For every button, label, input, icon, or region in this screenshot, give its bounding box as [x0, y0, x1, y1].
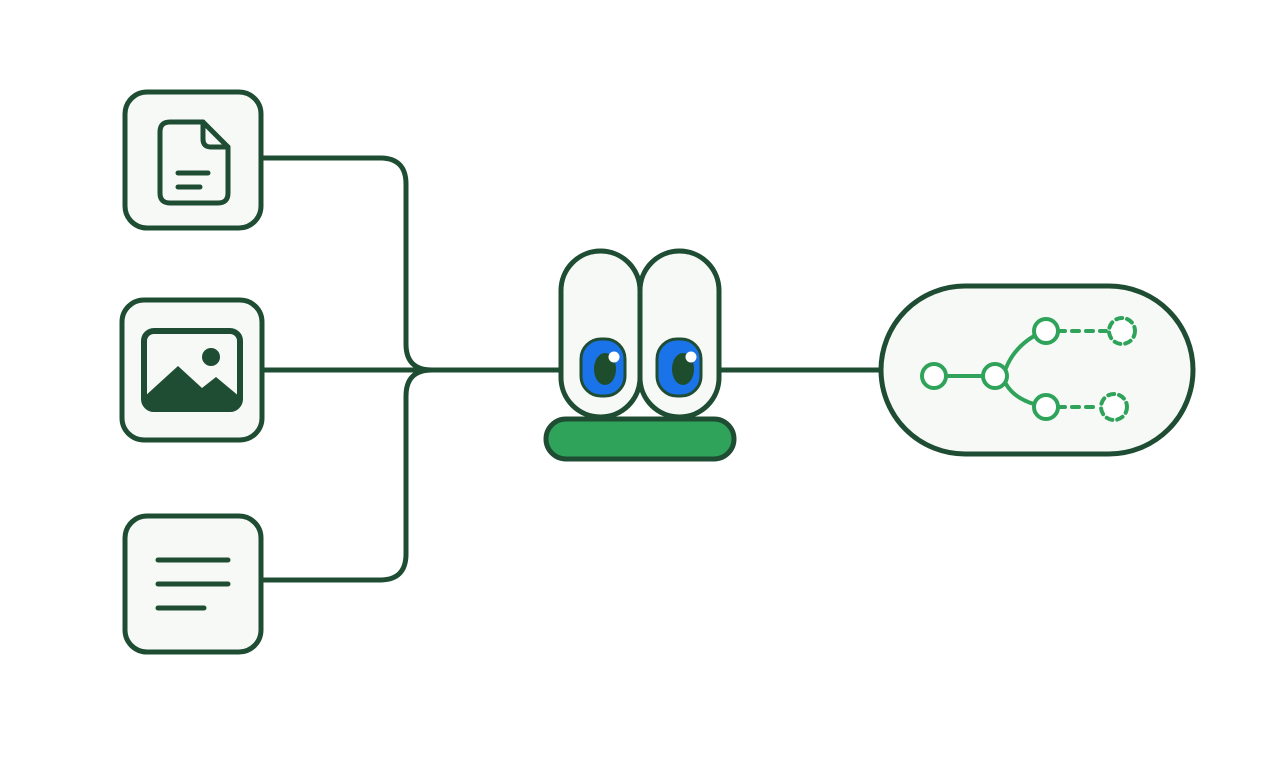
document-icon [157, 119, 231, 206]
googly-eyes-mascot-icon [558, 248, 722, 420]
right-pupil [655, 337, 703, 398]
connector-document [259, 155, 435, 373]
input-box-text [122, 513, 264, 655]
left-pupil [579, 337, 627, 398]
graph-node-hub [981, 362, 1009, 390]
graph-node-upper-pending [1107, 316, 1137, 346]
input-box-document [122, 89, 264, 231]
agent-mascot [543, 248, 737, 462]
image-icon [141, 328, 243, 412]
input-box-image [119, 297, 265, 443]
graph-node-upper [1032, 317, 1060, 345]
graph-node-lower-pending [1099, 392, 1129, 422]
output-capsule [878, 283, 1196, 457]
mascot-base [543, 416, 737, 462]
connectors [259, 155, 885, 583]
graph-node-lower [1032, 393, 1060, 421]
graph-node-root [920, 362, 948, 390]
text-lines-icon [155, 557, 231, 611]
connector-text [259, 367, 435, 583]
branching-graph-icon [920, 316, 1137, 422]
